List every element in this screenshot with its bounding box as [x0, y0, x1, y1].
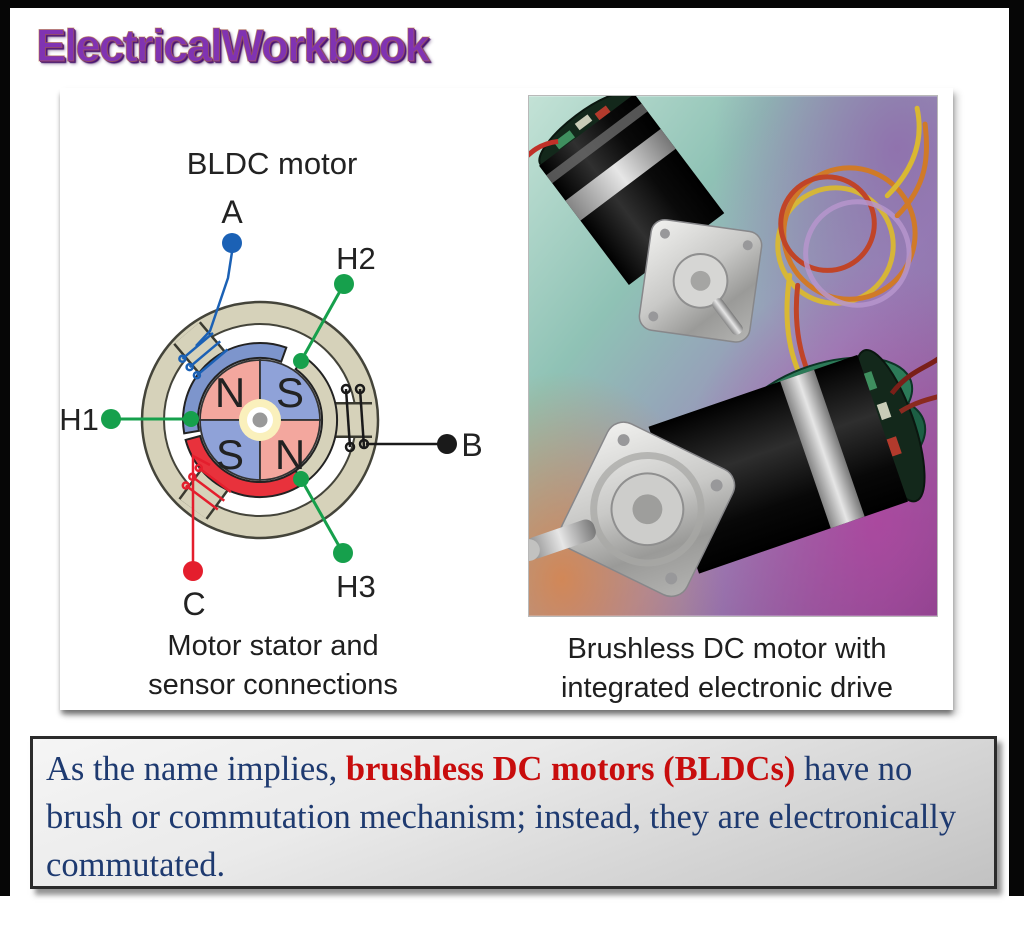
figure-panel: N S S N: [59, 88, 953, 710]
pole-letter-nw: N: [215, 369, 245, 416]
note-text-normal-1: As the name implies,: [46, 750, 346, 788]
terminal-label-c: C: [182, 586, 205, 622]
brand-logo: ElectricalWorkbook: [35, 20, 430, 72]
terminal-dot-h2: [334, 274, 354, 294]
terminal-label-h1: H1: [59, 402, 99, 437]
terminal-dots: [101, 233, 457, 581]
terminal-dot-c: [183, 561, 203, 581]
photo-caption: Brushless DC motor with integrated elect…: [520, 630, 934, 708]
note-text-normal-2: have no brush or commutation mechanism; …: [46, 750, 957, 884]
photo-caption-line1: Brushless DC motor with: [567, 633, 887, 665]
pole-letter-sw: S: [216, 431, 244, 478]
photo-caption-line2: integrated electronic drive: [560, 672, 894, 704]
terminal-label-h3: H3: [336, 569, 376, 604]
phase-c-winding: [181, 453, 232, 562]
rotor-shaft-hub: [239, 399, 281, 441]
hall-sensor-dots: [183, 353, 309, 487]
motor-large: [529, 345, 937, 598]
bldc-photo: [528, 95, 938, 617]
terminal-dot-h3: [333, 543, 353, 563]
motor-small: [529, 96, 763, 343]
terminal-label-b: B: [461, 427, 482, 463]
terminal-label-h2: H2: [336, 241, 376, 276]
bldc-diagram: N S S N: [59, 146, 482, 622]
diagram-title: BLDC motor: [187, 146, 358, 181]
terminal-label-a: A: [221, 194, 243, 230]
diagram-caption-line2: sensor connections: [148, 669, 398, 701]
phase-a-winding: [178, 251, 234, 380]
phase-b-winding: [340, 383, 447, 453]
diagram-caption-line1: Motor stator and: [167, 630, 379, 662]
terminal-dot-h1: [101, 409, 121, 429]
diagram-caption: Motor stator and sensor connections: [78, 627, 468, 705]
terminal-dot-a: [222, 233, 242, 253]
summary-note: As the name implies, brushless DC motors…: [30, 736, 997, 889]
rotor: [199, 359, 321, 481]
rotor-pole-letters: N S S N: [215, 369, 305, 478]
note-text-highlight: brushless DC motors (BLDCs): [345, 750, 796, 788]
terminal-dot-b: [437, 434, 457, 454]
hall-sensor-leads: [120, 283, 346, 554]
pole-letter-se: N: [275, 431, 305, 478]
pole-letter-ne: S: [276, 369, 304, 416]
